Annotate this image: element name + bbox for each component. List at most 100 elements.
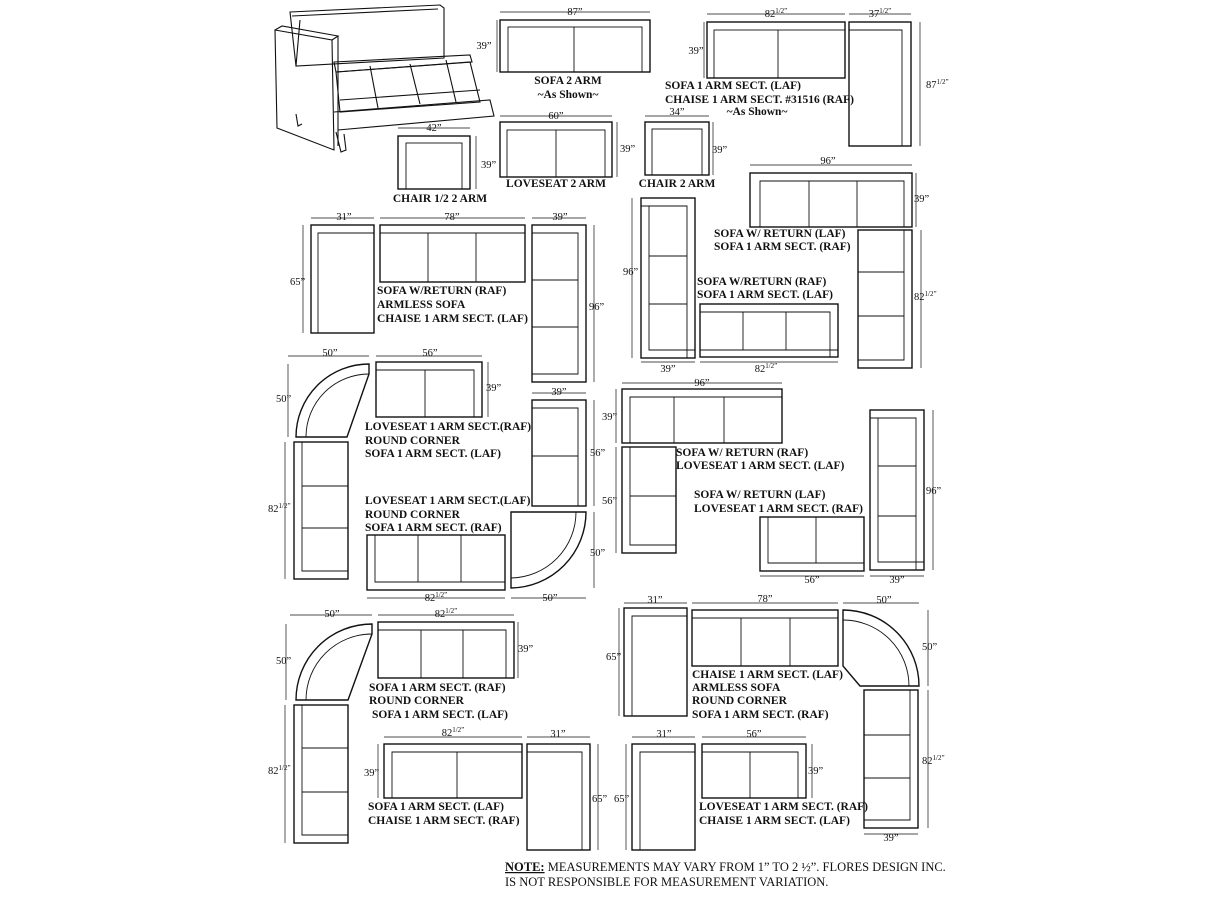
- dim-g9-sofa-length: 821/2”: [922, 754, 945, 767]
- label-g10-line2: CHAISE 1 ARM SECT. (RAF): [368, 815, 520, 827]
- label-chair-2-arm: CHAIR 2 ARM: [639, 178, 716, 190]
- dim-g7-length: 96”: [926, 486, 942, 497]
- dim-chair-half-width: 42”: [426, 123, 442, 134]
- label-g8-line1: SOFA 1 ARM SECT. (RAF): [369, 682, 506, 694]
- note-line-2: IS NOT RESPONSIBLE FOR MEASUREMENT VARIA…: [505, 875, 828, 889]
- dim-g8-sofa-depth: 39”: [518, 644, 534, 655]
- group-loveseat-raf-round-corner: 50” 56” 50” 39” 821/2” LOVESEAT 1 ARM SE…: [268, 348, 531, 580]
- group-sofa-return-laf-loveseat-raf: 96” 56” 39” SOFA W/ RETURN (LAF) LOVESEA…: [694, 409, 942, 586]
- label-chaise-as-shown: ~As Shown~: [727, 106, 788, 118]
- label-g9-line1: CHAISE 1 ARM SECT. (LAF): [692, 669, 843, 681]
- note-line-1: NOTE: MEASUREMENTS MAY VARY FROM 1” TO 2…: [505, 860, 946, 874]
- label-g5-line2: LOVESEAT 1 ARM SECT. (LAF): [676, 460, 845, 472]
- dim-g7-depth: 39”: [889, 575, 905, 586]
- dim-g6-corner-width: 50”: [542, 593, 558, 604]
- label-g10-line1: SOFA 1 ARM SECT. (LAF): [368, 801, 504, 813]
- label-sofa2-as-shown: ~As Shown~: [538, 89, 599, 101]
- group-loveseat-raf-chaise-laf: 31” 56” 65” 39” LOVESEAT 1 ARM SECT. (RA…: [614, 729, 868, 851]
- dim-g6-loveseat-length: 56”: [590, 448, 606, 459]
- label-g7-line2: LOVESEAT 1 ARM SECT. (RAF): [694, 503, 863, 515]
- dim-g6-corner-depth: 50”: [590, 548, 606, 559]
- dim-g6-sofa-width: 821/2”: [425, 591, 448, 604]
- label-g6-line3: SOFA 1 ARM SECT. (RAF): [365, 522, 502, 534]
- label-g3-line2: SOFA 1 ARM SECT. (LAF): [697, 289, 833, 301]
- dim-g3-sofa-width: 821/2”: [755, 362, 778, 375]
- label-g8-line3: SOFA 1 ARM SECT. (LAF): [372, 709, 508, 721]
- label-chaise-31516: CHAISE 1 ARM SECT. #31516 (RAF): [665, 94, 854, 106]
- sofa-chaise-31516-diagram: 821/2” 371/2” 39” 871/2” SOFA 1 ARM SECT…: [665, 7, 949, 147]
- label-chair-half-2-arm: CHAIR 1/2 2 ARM: [393, 193, 487, 205]
- group-loveseat-laf-round-corner: 39” 56” 50” 50” 821/2” LOVESEAT 1 ARM SE…: [365, 387, 606, 604]
- dim-g9-sofa-depth: 39”: [883, 833, 899, 844]
- dim-g2-chaise-length: 65”: [290, 277, 306, 288]
- dim-g8-corner-width: 50”: [324, 609, 340, 620]
- dim-g2-return-width: 39”: [552, 212, 568, 223]
- dim-g4-loveseat-depth: 39”: [486, 383, 502, 394]
- dim-sofa1laf-depth: 39”: [688, 46, 704, 57]
- group-chaise-armless-round-corner: 31” 78” 50” 65” 50” 821/2” CHAISE 1 ARM …: [606, 594, 945, 829]
- chair-half-2-arm-diagram: 42” 39” CHAIR 1/2 2 ARM: [393, 123, 497, 205]
- dim-chaise31516-length: 871/2”: [926, 78, 949, 91]
- dim-g7-loveseat-width: 56”: [804, 575, 820, 586]
- sofa-perspective-illustration: [274, 4, 495, 153]
- dim-chair2-width: 34”: [669, 107, 685, 118]
- loveseat-2-arm-diagram: 60” 39” LOVESEAT 2 ARM: [499, 111, 636, 190]
- label-g1-line2: SOFA 1 ARM SECT. (RAF): [714, 241, 851, 253]
- label-g5-line1: SOFA W/ RETURN (RAF): [676, 447, 808, 459]
- dim-g10-chaise-width: 31”: [550, 729, 566, 740]
- dim-sofa1laf-width: 821/2”: [765, 7, 788, 20]
- label-g7-line1: SOFA W/ RETURN (LAF): [694, 489, 826, 501]
- dim-g4-loveseat-width: 56”: [422, 348, 438, 359]
- dim-g11-loveseat-depth: 39”: [808, 766, 824, 777]
- dim-g8-sofa-width: 821/2”: [435, 607, 458, 620]
- dim-g9-chaise-width: 31”: [647, 595, 663, 606]
- dim-chaise31516-width: 371/2”: [869, 7, 892, 20]
- dim-sofa2-depth: 39”: [476, 41, 492, 52]
- dim-g10-chaise-length: 65”: [592, 794, 608, 805]
- dim-g9-armless-width: 78”: [757, 594, 773, 605]
- dim-g9-chaise-length: 65”: [606, 652, 622, 663]
- label-g4-line2: ROUND CORNER: [365, 435, 461, 447]
- dim-g4-corner-depth: 50”: [276, 394, 292, 405]
- label-g4-line3: SOFA 1 ARM SECT. (LAF): [365, 448, 501, 460]
- label-g6-line1: LOVESEAT 1 ARM SECT.(LAF): [365, 495, 531, 507]
- group-sofa-laf-chaise-raf: 821/2” 31” 39” 65” SOFA 1 ARM SECT. (LAF…: [364, 726, 608, 851]
- dim-g2-chaise-width: 31”: [336, 212, 352, 223]
- dim-g6-loveseat-width: 39”: [551, 387, 567, 398]
- sofa-2-arm-diagram: 87” 39” SOFA 2 ARM ~As Shown~: [476, 7, 651, 101]
- dim-loveseat2-width: 60”: [548, 111, 564, 122]
- label-loveseat-2-arm: LOVESEAT 2 ARM: [506, 178, 606, 190]
- group-sofa-raf-round-corner-sofa-laf: 50” 821/2” 50” 39” 821/2” SOFA 1 ARM SEC…: [268, 607, 534, 844]
- dim-g2-armless-width: 78”: [444, 212, 460, 223]
- label-g2-line2: ARMLESS SOFA: [377, 299, 466, 311]
- dim-g1-depth: 39”: [914, 194, 930, 205]
- dim-g4-sofa-length: 821/2”: [268, 502, 291, 515]
- dim-g10-sofa-width: 821/2”: [442, 726, 465, 739]
- chair-2-arm-diagram: 34” 39” CHAIR 2 ARM: [639, 107, 728, 190]
- group-sofa-return-raf-chaise: 31” 78” 39” 65” 96” SOFA W/RETURN (RAF) …: [290, 212, 605, 383]
- dim-g8-sofa-length: 821/2”: [268, 764, 291, 777]
- dim-g5-width: 96”: [694, 378, 710, 389]
- dim-g1-width: 96”: [820, 156, 836, 167]
- label-g1-line1: SOFA W/ RETURN (LAF): [714, 228, 846, 240]
- dim-g4-corner-width: 50”: [322, 348, 338, 359]
- label-g9-line3: ROUND CORNER: [692, 695, 788, 707]
- label-g2-line3: CHAISE 1 ARM SECT. (LAF): [377, 313, 528, 325]
- label-g9-line4: SOFA 1 ARM SECT. (RAF): [692, 709, 829, 721]
- label-g4-line1: LOVESEAT 1 ARM SECT.(RAF): [365, 421, 531, 433]
- dim-g10-sofa-depth: 39”: [364, 768, 380, 779]
- label-sofa-2-arm: SOFA 2 ARM: [534, 75, 602, 87]
- label-g11-line1: LOVESEAT 1 ARM SECT. (RAF): [699, 801, 868, 813]
- dim-g2-return-length: 96”: [589, 302, 605, 313]
- dim-sofa2-width: 87”: [567, 7, 583, 18]
- group-sofa-return-laf: 96” 39” 821/2” SOFA W/ RETURN (LAF) SOFA…: [714, 156, 937, 369]
- dim-g3-depth: 39”: [660, 364, 676, 375]
- dim-g11-chaise-width: 31”: [656, 729, 672, 740]
- dim-g3-length: 96”: [623, 267, 639, 278]
- dim-g8-corner-depth: 50”: [276, 656, 292, 667]
- label-g6-line2: ROUND CORNER: [365, 509, 461, 521]
- dim-g9-corner-depth: 50”: [922, 642, 938, 653]
- label-g11-line2: CHAISE 1 ARM SECT. (LAF): [699, 815, 850, 827]
- dim-g9-corner-width: 50”: [876, 595, 892, 606]
